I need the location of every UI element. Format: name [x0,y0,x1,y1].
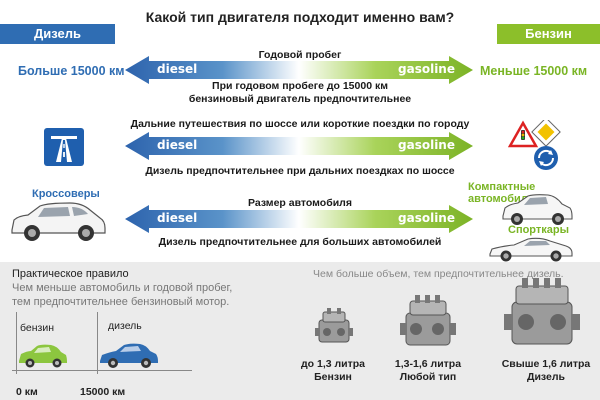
rule-title: Практическое правило [12,268,129,280]
row1-bottom-caption-2: бензиновый двигатель предпочтительнее [188,93,412,105]
compact-cars-label: Компактные автомобили [468,181,536,205]
row1-arrow [125,56,473,84]
row1-right-text: Меньше 15000 км [480,64,588,78]
large-engine-icon [504,278,580,345]
sportscars-label: Спорткары [508,224,570,236]
row3-top-caption: Размер автомобиля [248,197,352,209]
engine-volume-note: Чем больше объем, тем предпочтительнее д… [313,268,564,280]
city-road-signs-icon [508,120,561,170]
row2-gasoline-word: gasoline [398,138,455,152]
engine-large-caption: Свыше 1,6 литра Дизель [496,358,596,384]
diesel-scale-label: дизель [108,320,142,332]
mileage-axis [12,370,192,371]
mileage-zero-tick [16,312,17,374]
engine-small-caption: до 1,3 литра Бензин [288,358,378,384]
row1-bottom-caption-1: При годовом пробеге до 15000 км [212,80,388,92]
row1-gasoline-word: gasoline [398,62,455,76]
row1-top-caption: Годовой пробег [258,49,342,61]
highway-sign-icon [44,128,84,166]
sports-car-icon [489,237,573,262]
small-engine-icon [315,308,353,343]
row3-arrow [125,205,473,233]
scale-end-label: 15000 км [80,386,126,398]
rule-body: Чем меньше автомобиль и годовой пробег, … [12,282,302,309]
engine-medium-type: Любой тип [399,371,457,383]
blue-sedan-icon [100,343,158,368]
medium-engine-icon [400,295,456,346]
row2-top-caption: Дальние путешествия по шоссе или коротки… [130,118,470,130]
gasoline-tag: Бензин [497,24,600,44]
mileage-15000-tick [97,312,98,374]
compact-car-icon [502,194,573,225]
row2-bottom-caption: Дизель предпочтительнее при дальних поез… [145,165,455,177]
scale-start-label: 0 км [16,386,38,398]
gas-scale-label: бензин [20,322,55,334]
engine-medium-caption: 1,3-1,6 литра Любой тип [382,358,474,384]
rule-line-2: тем предпочтительнее бензиновый мотор. [12,295,230,308]
row3-bottom-caption: Дизель предпочтительнее для больших авто… [158,236,442,248]
row2-arrow [125,132,473,160]
engine-small-type: Бензин [314,371,352,383]
engine-large-type: Дизель [527,371,565,383]
row1-diesel-word: diesel [157,62,198,76]
row3-diesel-word: diesel [157,211,198,225]
bottom-panel [0,262,600,400]
engine-medium-volume: 1,3-1,6 литра [394,358,462,370]
crossover-car-icon [11,202,106,241]
engine-large-volume: Свыше 1,6 литра [501,358,591,370]
page-title: Какой тип двигателя подходит именно вам? [145,9,455,25]
row1-left-text: Больше 15000 км [18,64,125,78]
rule-line-1: Чем меньше автомобиль и годовой пробег, [12,282,233,294]
row3-gasoline-word: gasoline [398,211,455,225]
engine-small-volume: до 1,3 литра [300,358,366,370]
row2-diesel-word: diesel [157,138,198,152]
diesel-tag: Дизель [0,24,115,44]
crossover-label: Кроссоверы [32,188,100,200]
green-small-car-icon [19,344,67,368]
